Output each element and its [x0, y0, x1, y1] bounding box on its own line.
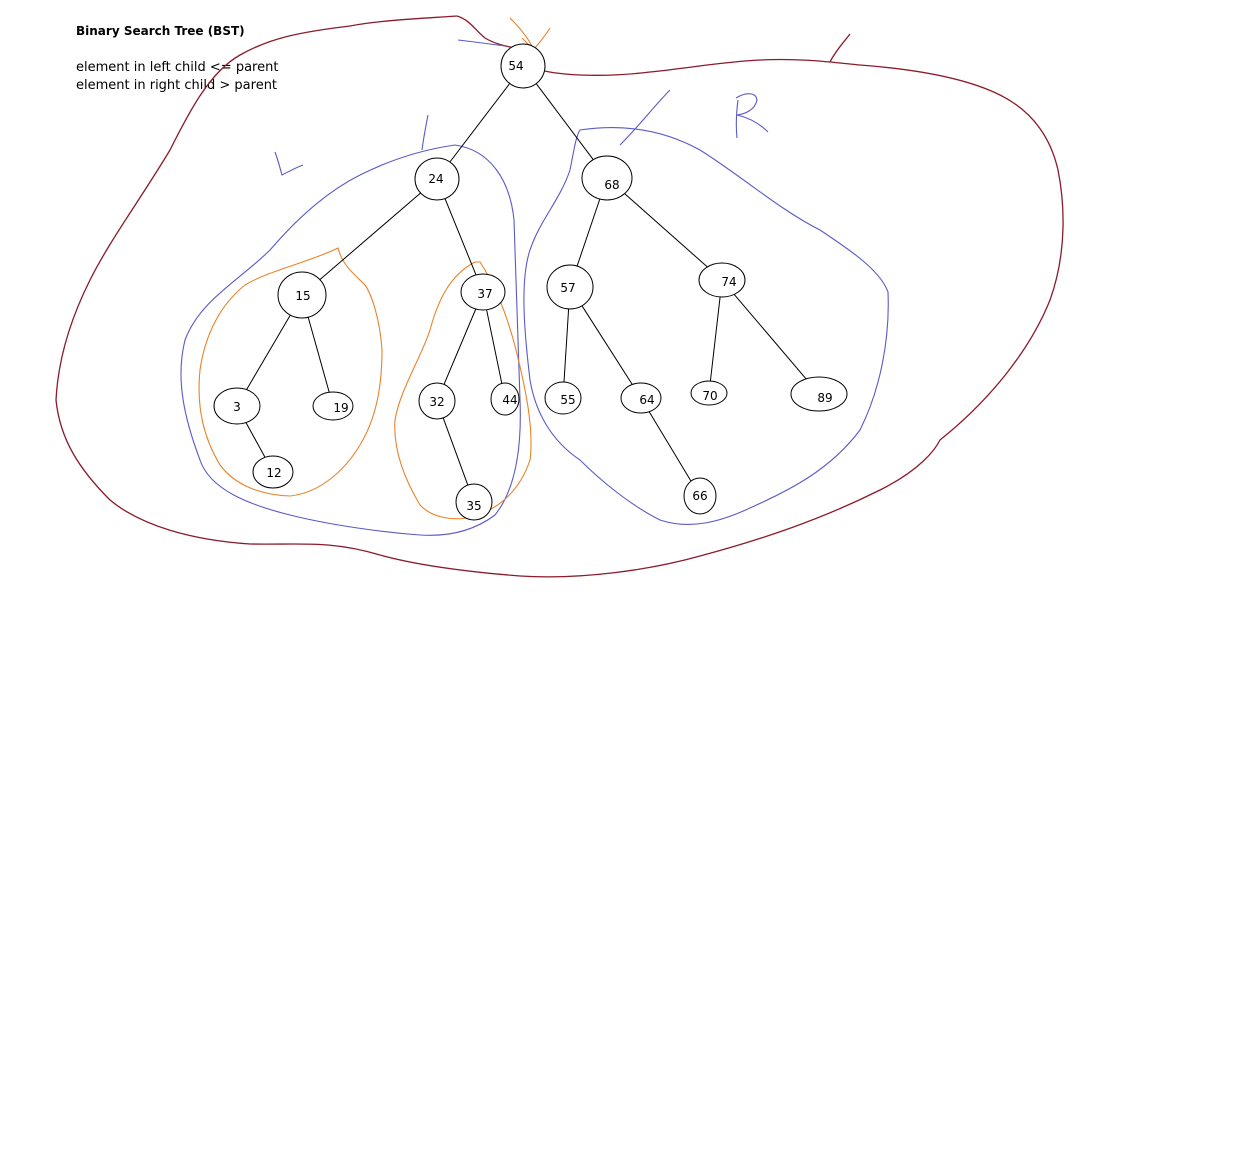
- tree-node-66: 66: [683, 477, 717, 515]
- tree-node-55: 55: [544, 381, 582, 415]
- right-r-mark: [735, 93, 769, 139]
- edge-54-24: [449, 83, 511, 163]
- edge-15-3: [246, 314, 291, 390]
- node-circle-15: [277, 271, 327, 319]
- edge-24-15: [319, 192, 421, 280]
- outer-tree-outline-tail: [829, 33, 851, 63]
- root-orange-mark-1: [509, 17, 534, 49]
- rule-left-child: element in left child <= parent: [76, 60, 279, 75]
- node-label-37: 37: [477, 287, 492, 301]
- node-circle-74: [698, 262, 746, 298]
- node-circle-66: [683, 477, 717, 515]
- edge-37-32: [443, 308, 477, 385]
- edge-32-35: [442, 417, 469, 486]
- node-circle-68: [581, 155, 633, 201]
- edge-54-68: [535, 83, 594, 160]
- left-l-mark: [274, 151, 304, 176]
- node-circle-24: [414, 157, 460, 201]
- root-blue-mark: [457, 39, 506, 47]
- edge-57-55: [563, 308, 570, 383]
- tree-node-57: 57: [546, 264, 594, 310]
- node-circle-70: [690, 380, 728, 406]
- node-label-54: 54: [508, 59, 523, 73]
- node-circle-12: [252, 455, 294, 489]
- edge-64-66: [648, 411, 692, 482]
- tree-node-3: 3: [213, 387, 261, 425]
- diagram-title: Binary Search Tree (BST): [76, 24, 245, 38]
- node-circle-89: [790, 376, 848, 412]
- tree-node-44: 44: [490, 382, 520, 416]
- rule-right-child: element in right child > parent: [76, 78, 278, 93]
- node-label-24: 24: [428, 172, 443, 186]
- node-label-74: 74: [721, 275, 736, 289]
- tree-node-70: 70: [690, 380, 728, 406]
- node-circle-55: [544, 381, 582, 415]
- edge-74-89: [733, 294, 807, 380]
- edge-68-57: [576, 198, 601, 267]
- edge-15-19: [307, 317, 330, 393]
- outer-tree-outline: [55, 15, 1064, 578]
- node-circle-64: [620, 382, 662, 414]
- node-circle-32: [418, 382, 456, 420]
- left-mark-top: [421, 114, 429, 151]
- node-circle-19: [312, 391, 354, 421]
- node-circle-54: [500, 43, 546, 89]
- node-label-66: 66: [692, 489, 707, 503]
- edge-3-12: [245, 422, 266, 458]
- tree-node-19: 19: [312, 391, 354, 421]
- edge-68-74: [624, 193, 708, 268]
- node-label-89: 89: [817, 391, 832, 405]
- node-circle-37: [460, 273, 506, 311]
- freehand-annotations: [55, 15, 1064, 578]
- tree-edges: [245, 83, 807, 486]
- node-label-57: 57: [560, 281, 575, 295]
- node-label-70: 70: [702, 389, 717, 403]
- node-label-3: 3: [233, 400, 241, 414]
- node-label-55: 55: [560, 393, 575, 407]
- tree-node-74: 74: [698, 262, 746, 298]
- node-circle-57: [546, 264, 594, 310]
- tree-node-24: 24: [414, 157, 460, 201]
- right-mark-slash: [619, 89, 671, 146]
- subtree-15-outline: [198, 247, 383, 497]
- node-label-32: 32: [429, 395, 444, 409]
- outer-tree-outline-join: [456, 15, 516, 49]
- node-label-68: 68: [604, 178, 619, 192]
- tree-node-64: 64: [620, 382, 662, 414]
- node-circle-3: [213, 387, 261, 425]
- edge-24-37: [444, 198, 477, 276]
- tree-nodes: 54 24 68 15 37 57 74 3 19 32 44 55 64 70 89 12 35 66: [213, 43, 848, 521]
- tree-node-12: 12: [252, 455, 294, 489]
- left-subtree-outline: [180, 144, 521, 536]
- subtree-37-outline: [394, 261, 532, 520]
- tree-node-15: 15: [277, 271, 327, 319]
- right-subtree-outline: [523, 126, 889, 526]
- tree-node-32: 32: [418, 382, 456, 420]
- root-orange-mark-2: [534, 27, 551, 49]
- edge-74-70: [709, 296, 721, 382]
- node-label-44: 44: [502, 393, 517, 407]
- node-label-35: 35: [466, 499, 481, 513]
- tree-node-89: 89: [790, 376, 848, 412]
- node-label-64: 64: [639, 393, 654, 407]
- tree-node-37: 37: [460, 273, 506, 311]
- node-label-12: 12: [266, 466, 281, 480]
- edge-57-64: [581, 305, 633, 385]
- node-circle-44: [490, 382, 520, 416]
- tree-node-54: 54: [500, 43, 546, 89]
- tree-node-35: 35: [455, 483, 493, 521]
- node-label-19: 19: [333, 401, 348, 415]
- node-label-15: 15: [295, 289, 310, 303]
- tree-node-68: 68: [581, 155, 633, 201]
- node-circle-35: [455, 483, 493, 521]
- edge-37-44: [486, 309, 503, 384]
